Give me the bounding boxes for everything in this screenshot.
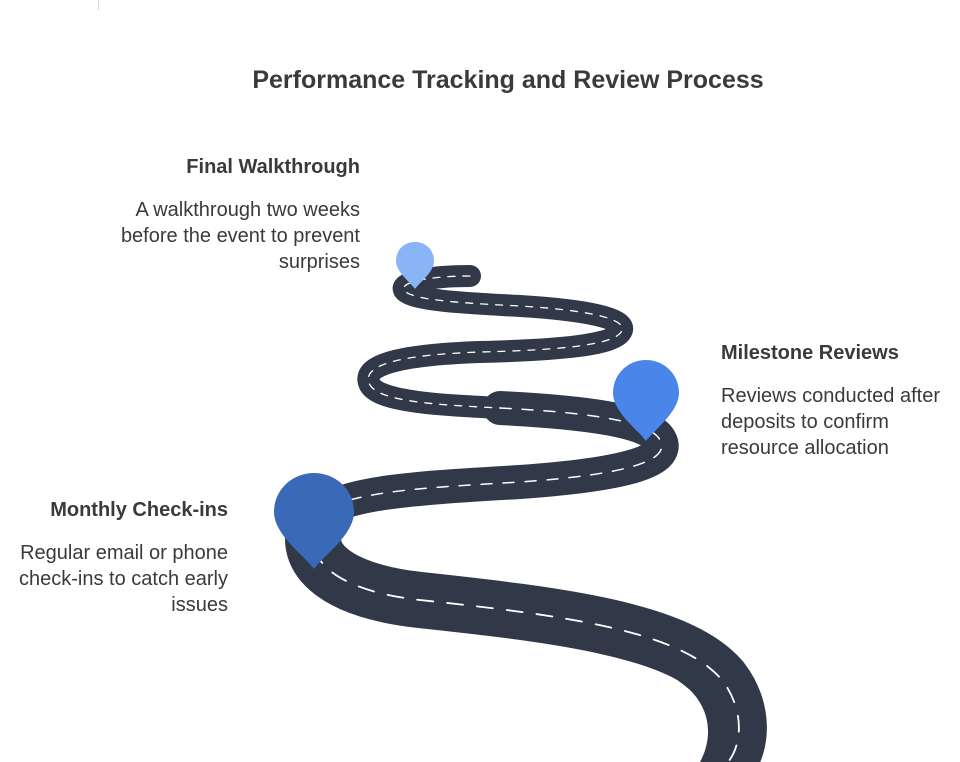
road: [285, 265, 767, 762]
lane-dash-mid: [317, 407, 663, 521]
pin-milestone: [613, 360, 679, 441]
step-heading: Monthly Check-ins: [50, 499, 228, 521]
step-description: Regular email or phone check-ins to catc…: [19, 542, 228, 616]
step-heading: Final Walkthrough: [186, 156, 360, 178]
lane-markings: [312, 275, 740, 762]
road-segment-near: [285, 507, 767, 762]
road-segment-mid: [301, 391, 679, 537]
step-heading: Milestone Reviews: [721, 342, 899, 364]
map-pin-icon: [613, 360, 679, 441]
step-description: A walkthrough two weeks before the event…: [120, 199, 360, 273]
map-pin-icon: [396, 242, 434, 289]
step-monthly-check-ins: Monthly Check-ins Regular email or phone…: [8, 498, 228, 618]
page-title: Performance Tracking and Review Process: [252, 66, 764, 94]
pin-final: [396, 242, 434, 289]
pin-monthly: [274, 473, 354, 569]
corner-divider: [98, 0, 99, 10]
lane-dash-near: [312, 519, 740, 762]
road-segment-front: [600, 630, 751, 762]
step-milestone-reviews: Milestone Reviews Reviews conducted afte…: [721, 341, 951, 461]
step-final-walkthrough: Final Walkthrough A walkthrough two week…: [120, 155, 360, 275]
lane-dash-far: [367, 275, 623, 409]
map-pin-icon: [274, 473, 354, 569]
road-segment-far: [357, 265, 633, 419]
step-description: Reviews conducted after deposits to conf…: [721, 385, 941, 459]
